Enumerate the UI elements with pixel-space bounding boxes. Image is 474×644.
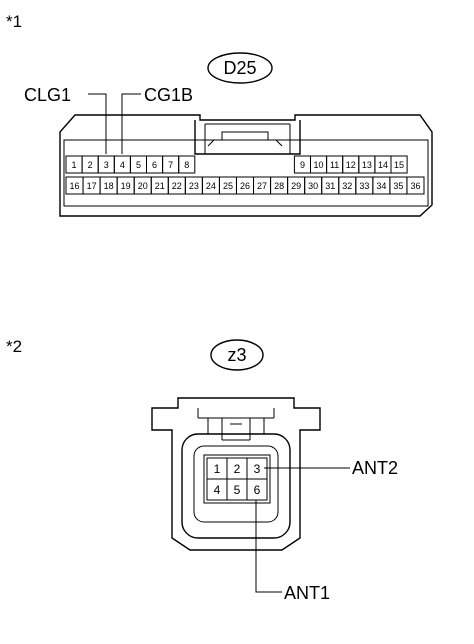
pin-number: 6 (254, 483, 261, 497)
callout-label-ant2: ANT2 (352, 458, 398, 478)
pin-cell (178, 155, 196, 174)
figure2-top-detail (197, 408, 275, 441)
pin-number: 1 (214, 462, 221, 476)
figure1-latch-hooks (207, 139, 283, 147)
figure1-inner-panel (63, 139, 429, 207)
callout-line-cg1b (121, 93, 141, 154)
pin-number: 13 (362, 160, 372, 170)
pin-number: 4 (214, 483, 221, 497)
pin-number: 3 (104, 160, 109, 170)
pin-number: 30 (308, 181, 318, 191)
figure2-marker: *2 (6, 337, 22, 356)
pin-number: 15 (394, 160, 404, 170)
pin-number: 36 (410, 181, 420, 191)
callout-label-clg1: CLG1 (24, 85, 71, 105)
pin-number: 16 (70, 181, 80, 191)
pin-number: 26 (240, 181, 250, 191)
pin-number: 29 (291, 181, 301, 191)
pin-number: 5 (136, 160, 141, 170)
figure2-connector-id: z3 (227, 345, 246, 365)
pin-number: 10 (314, 160, 324, 170)
figure1-latch-inner (204, 123, 291, 154)
pin-number: 20 (138, 181, 148, 191)
pin-number: 21 (155, 181, 165, 191)
pin-number: 25 (223, 181, 233, 191)
pin-number: 17 (87, 181, 97, 191)
figure1-connector-housing (59, 114, 433, 217)
figure1-pin-row-bottom: 16 17 18 19 20 21 22 23 24 25 26 27 28 29 30 31 32 33 34 35… (65, 176, 425, 195)
pin-number: 32 (342, 181, 352, 191)
figure1-latch-tab (210, 131, 282, 141)
figure2-connector-housing (151, 397, 321, 551)
pin-number: 1 (72, 160, 77, 170)
pin-number: 2 (234, 462, 241, 476)
pin-number: 22 (172, 181, 182, 191)
pin-number: 5 (234, 483, 241, 497)
pin-number: 12 (346, 160, 356, 170)
figure2-connector-id-bubble (210, 339, 264, 371)
figure1-marker: *1 (6, 12, 22, 31)
pin-number: 23 (189, 181, 199, 191)
pin-number: 33 (359, 181, 369, 191)
pin-number: 4 (120, 160, 125, 170)
pin-number: 35 (393, 181, 403, 191)
callout-label-ant1: ANT1 (284, 583, 330, 603)
pin-number: 24 (206, 181, 216, 191)
pin-number: 19 (121, 181, 131, 191)
pin-number: 34 (376, 181, 386, 191)
pin-number: 9 (300, 160, 305, 170)
pin-number: 11 (330, 160, 339, 170)
pin-number: 8 (184, 160, 189, 170)
callout-line-ant1 (255, 500, 282, 593)
figure2-inner-body (181, 433, 291, 539)
pin-number: 7 (168, 160, 173, 170)
pin-cell (246, 478, 268, 501)
pin-number: 2 (88, 160, 93, 170)
pin-grid-frame (203, 454, 271, 504)
figure1-latch (194, 120, 301, 155)
callout-line-clg1 (88, 93, 107, 154)
pin-cell (390, 155, 408, 174)
pin-number: 27 (257, 181, 267, 191)
pin-number: 14 (378, 160, 388, 170)
figure2-inner-cavity (193, 445, 279, 523)
pin-number: 18 (104, 181, 114, 191)
pin-number: 3 (254, 462, 261, 476)
pin-cell (406, 176, 425, 195)
figure1-connector-id: D25 (223, 58, 256, 78)
figure1-connector-id-bubble (207, 52, 273, 84)
pin-number: 6 (152, 160, 157, 170)
pin-number: 28 (274, 181, 284, 191)
pin-number: 31 (325, 181, 335, 191)
callout-label-cg1b: CG1B (144, 85, 193, 105)
